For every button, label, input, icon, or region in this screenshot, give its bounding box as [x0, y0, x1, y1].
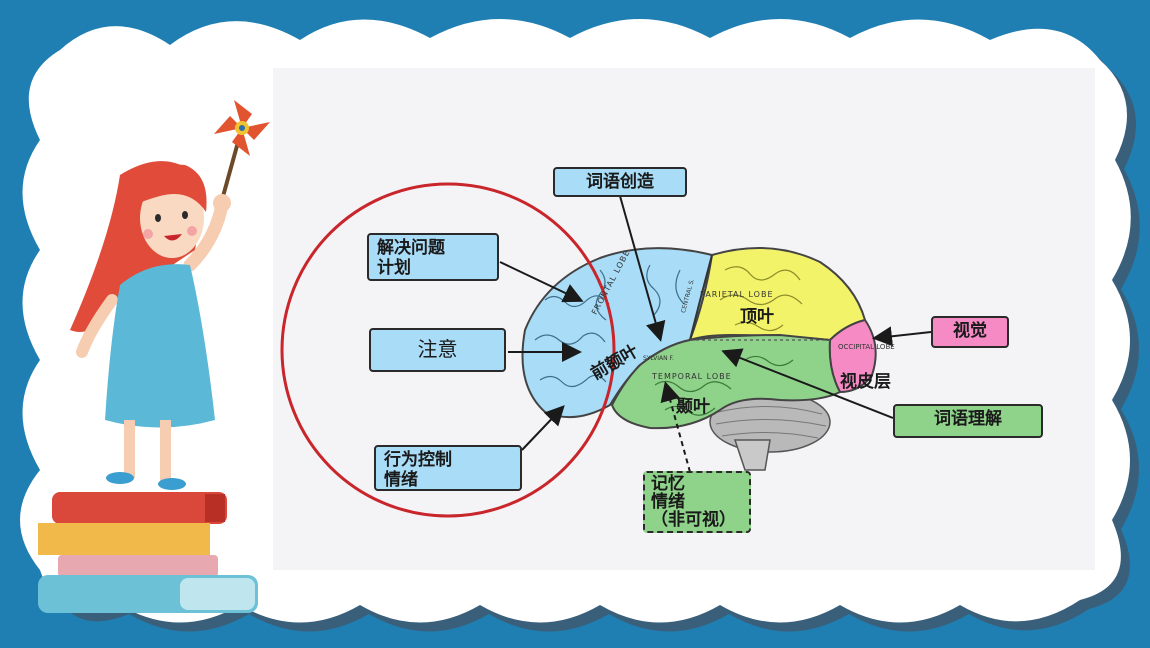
pinwheel-icon [214, 100, 270, 156]
girl-illustration [70, 100, 270, 490]
label-memory: 记忆 情绪 （非可视） [643, 471, 751, 533]
label-memory-line2: 情绪 [651, 492, 685, 512]
arrow-behavior-control [521, 405, 565, 451]
arrow-memory [660, 381, 691, 473]
latin-parietal-label: PARIETAL LOBE [700, 290, 774, 299]
arrow-word-creation [619, 195, 666, 342]
arrow-vision [872, 326, 932, 347]
latin-sylvian-label: SYLVIAN F. [643, 355, 674, 362]
label-problem-solving-line2: 计划 [377, 258, 411, 278]
label-word-creation-text: 词语创造 [586, 172, 654, 192]
latin-temporal-label: TEMPORAL LOBE [652, 372, 732, 381]
lobe-temporal-label: 颞叶 [676, 397, 710, 417]
book-stack-illustration [38, 492, 258, 613]
label-word-creation: 词语创造 [553, 167, 687, 197]
label-attention: 注意 [369, 328, 506, 372]
frontal-highlight-circle [280, 182, 616, 518]
label-behavior-control-line1: 行为控制 [384, 450, 452, 470]
lobe-occipital-label: 视皮层 [840, 372, 891, 392]
temporal-lobe-shape [610, 333, 842, 430]
lobe-parietal-label: 顶叶 [740, 307, 774, 327]
label-problem-solving-line1: 解决问题 [377, 238, 445, 258]
label-word-understanding-text: 词语理解 [934, 409, 1002, 429]
arrow-word-understanding [721, 348, 894, 419]
label-memory-line1: 记忆 [651, 474, 685, 494]
label-memory-line3: （非可视） [651, 510, 736, 530]
label-problem-solving: 解决问题 计划 [367, 233, 499, 281]
label-behavior-control: 行为控制 情绪 [374, 445, 522, 491]
brainstem [733, 439, 771, 471]
label-vision-text: 视觉 [953, 321, 987, 341]
latin-occipital-label: OCCIPITAL LOBE [838, 343, 895, 351]
label-word-understanding: 词语理解 [893, 404, 1043, 438]
label-behavior-control-line2: 情绪 [384, 470, 418, 490]
arrow-problem-solving [499, 261, 584, 303]
arrows [499, 195, 932, 473]
label-vision: 视觉 [931, 316, 1009, 348]
label-attention-text: 注意 [417, 337, 458, 361]
